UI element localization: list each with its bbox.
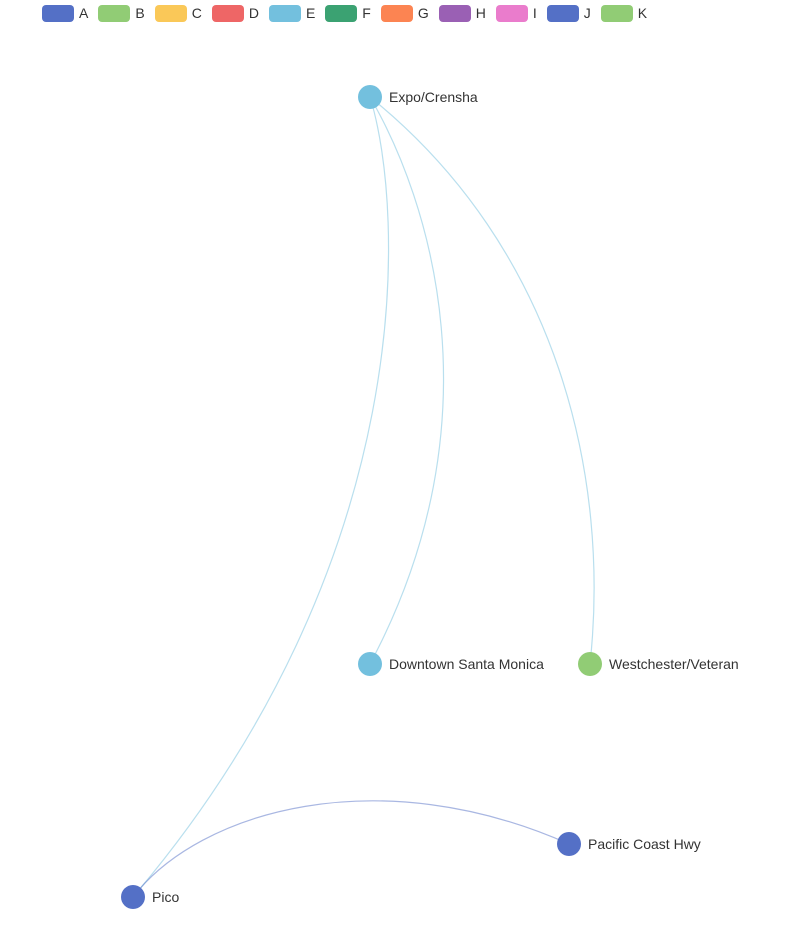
legend-swatch [380,4,413,22]
legend-label: A [79,5,89,21]
node-label: Westchester/Veteran [609,656,739,672]
legend-label: E [305,5,316,21]
legend-item-g[interactable]: G [380,4,429,22]
legend-item-c[interactable]: C [154,4,202,22]
node-circle[interactable] [121,885,145,909]
node-pch[interactable]: Pacific Coast Hwy [557,832,701,856]
legend-item-d[interactable]: D [211,4,259,22]
legend-swatch [546,4,579,22]
legend-swatch [600,4,633,22]
node-dtsm[interactable]: Downtown Santa Monica [358,652,544,676]
node-circle[interactable] [578,652,602,676]
legend-label: G [417,5,429,21]
legend-swatch [211,4,244,22]
legend-swatch [325,4,358,22]
legend-swatch [98,4,131,22]
node-westchester[interactable]: Westchester/Veteran [578,652,739,676]
graph-links [132,96,595,898]
link-expo-dtsm [369,96,445,665]
legend-label: K [637,5,648,21]
legend-item-i[interactable]: I [495,4,537,22]
legend-label: F [362,5,371,21]
legend-item-f[interactable]: F [325,4,371,22]
node-circle[interactable] [358,85,382,109]
legend-label: H [475,5,486,21]
legend-label: D [248,5,259,21]
node-expo[interactable]: Expo/Crensha [358,85,478,109]
legend: A B C D E F G H I J K [42,3,657,23]
node-circle[interactable] [557,832,581,856]
legend-swatch [154,4,187,22]
legend-item-a[interactable]: A [42,4,89,22]
node-label: Expo/Crensha [389,89,478,105]
legend-item-k[interactable]: K [600,4,648,22]
node-circle[interactable] [358,652,382,676]
legend-label: J [583,5,591,21]
legend-swatch [42,4,74,22]
node-label: Downtown Santa Monica [389,656,544,672]
legend-swatch [495,4,528,22]
legend-swatch [268,4,301,22]
node-pico[interactable]: Pico [121,885,179,909]
link-expo-pico [132,96,390,898]
legend-label: C [191,5,202,21]
link-pico-pch [132,800,570,898]
node-label: Pacific Coast Hwy [588,836,701,852]
legend-item-h[interactable]: H [438,4,486,22]
node-label: Pico [152,889,179,905]
legend-item-j[interactable]: J [546,4,591,22]
legend-item-b[interactable]: B [98,4,145,22]
legend-swatch [438,4,471,22]
legend-item-e[interactable]: E [268,4,316,22]
legend-label: B [135,5,145,21]
link-expo-westchester [369,96,595,665]
legend-label: I [532,5,537,21]
